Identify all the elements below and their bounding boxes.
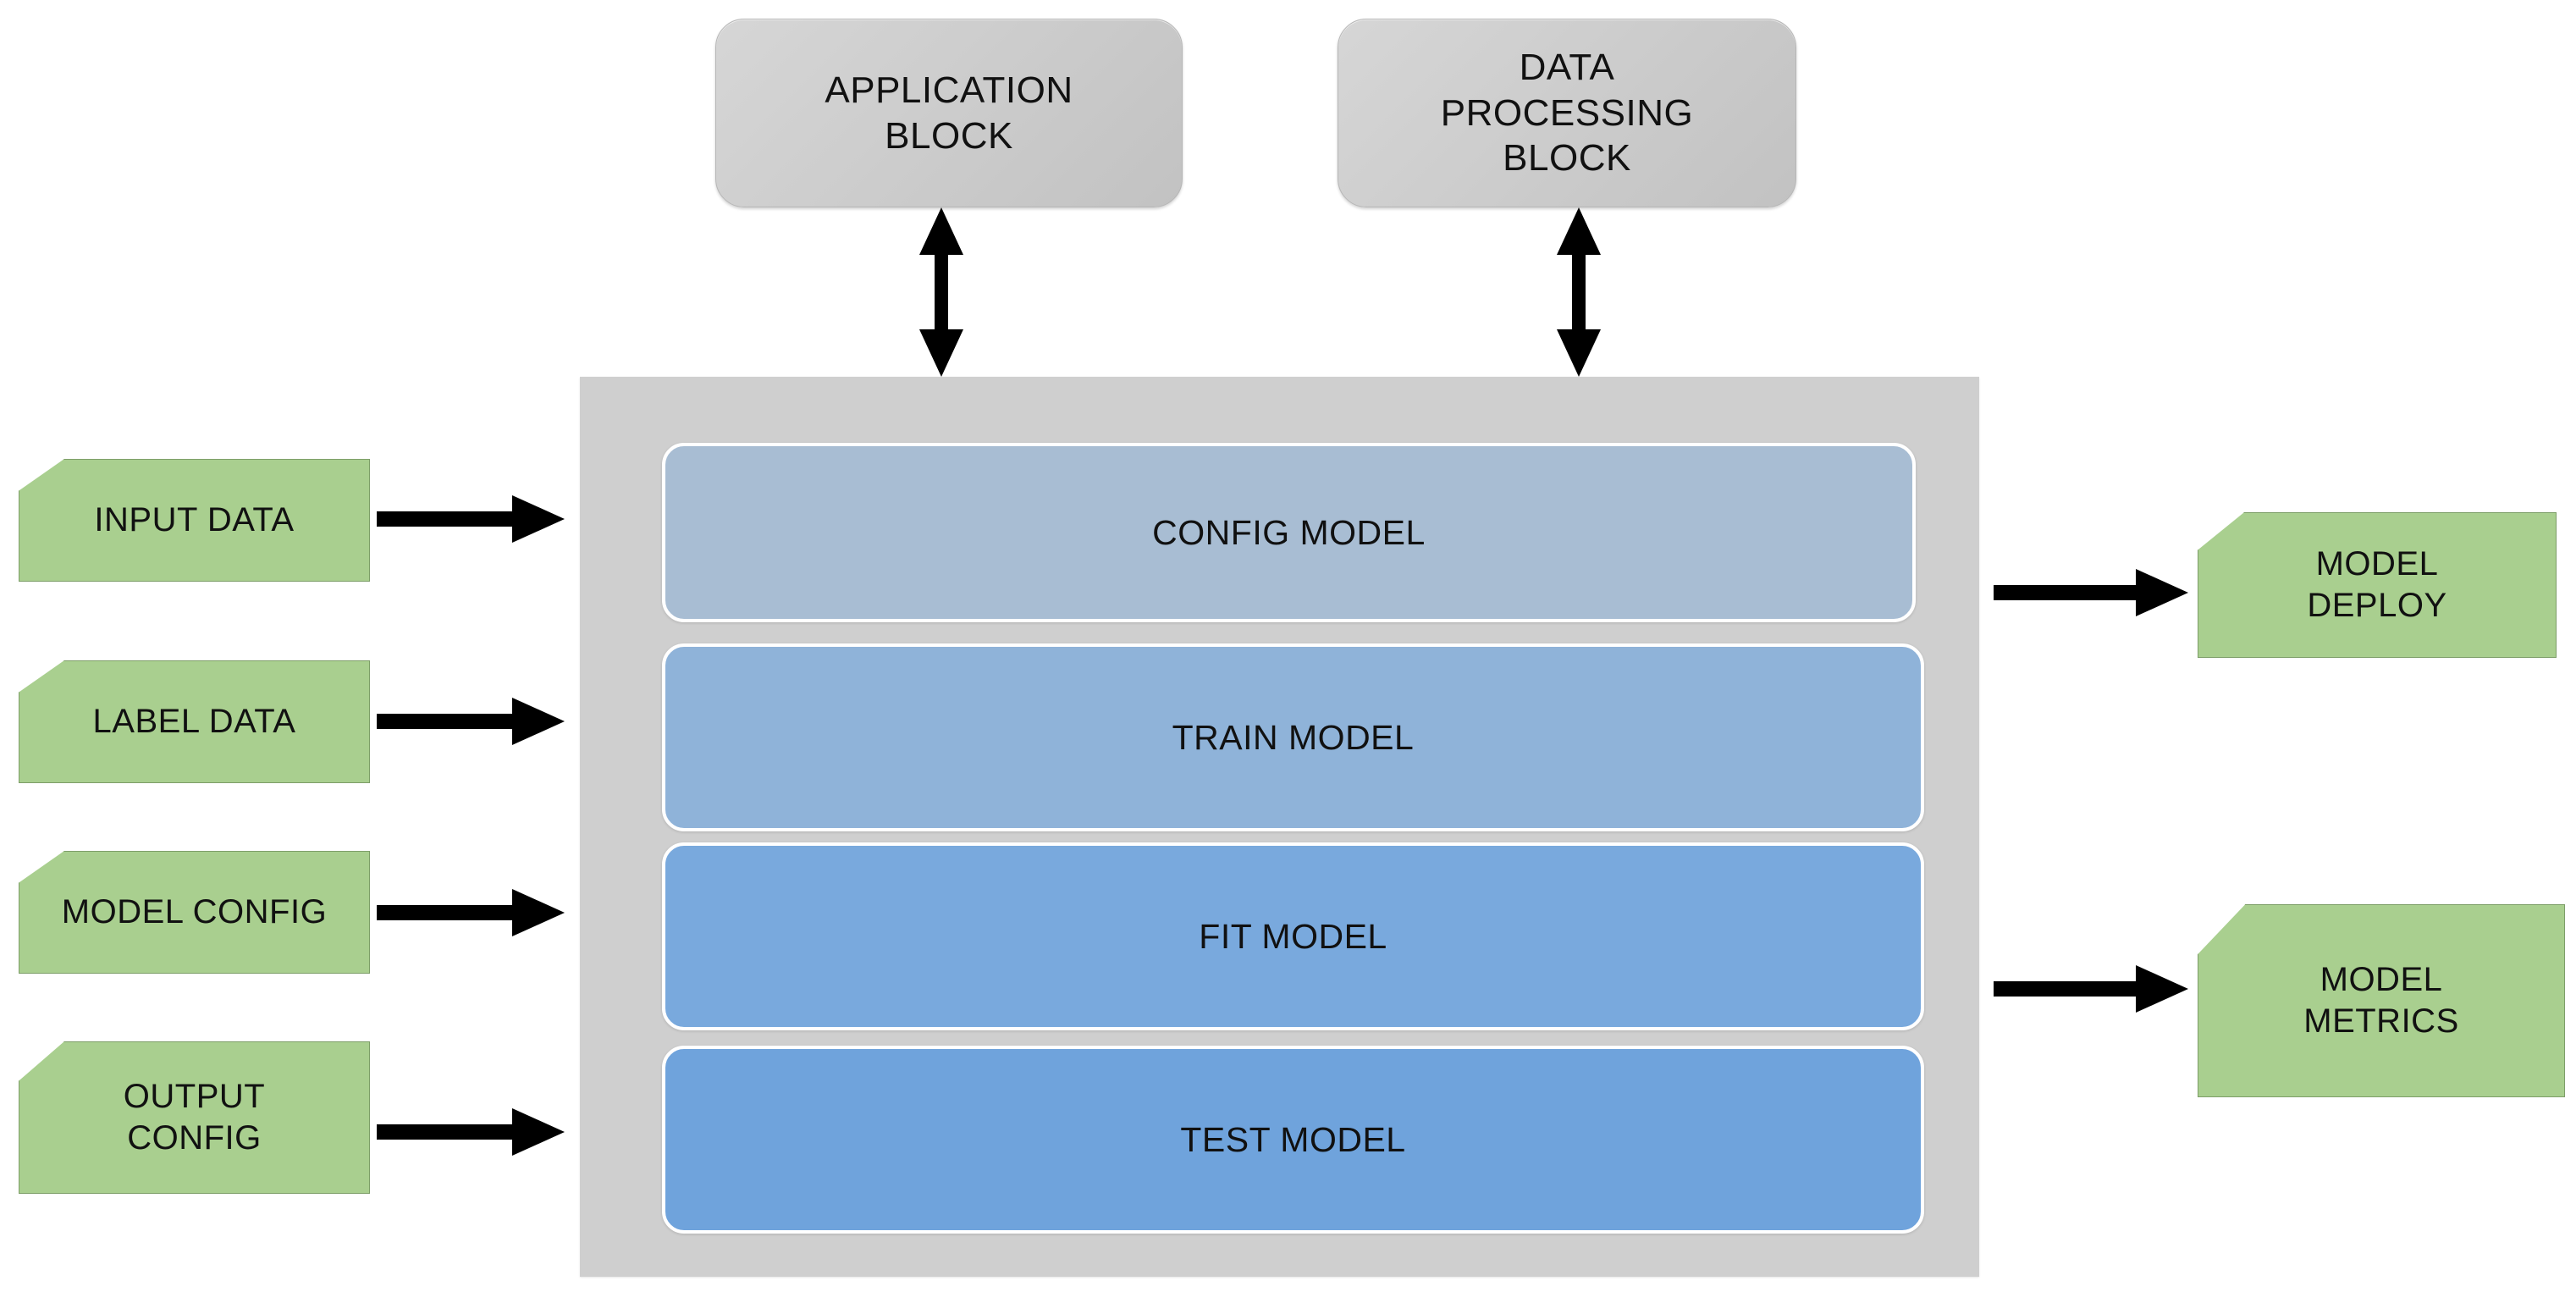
data-processing-block-label: DATA PROCESSING BLOCK <box>1440 46 1694 179</box>
data-processing-block[interactable]: DATA PROCESSING BLOCK <box>1338 19 1796 207</box>
arrow-model-metrics-icon <box>1994 957 2188 1021</box>
document-shape-icon <box>2198 512 2557 658</box>
arrow-input-data-icon <box>377 487 565 551</box>
stage-train-model-label: TRAIN MODEL <box>1172 717 1415 757</box>
input-node-label-data[interactable]: LABEL DATA <box>19 660 370 783</box>
arrow-data-processing-block-icon <box>1548 207 1609 377</box>
stage-test-model-label: TEST MODEL <box>1180 1119 1406 1159</box>
stage-train-model[interactable]: TRAIN MODEL <box>662 643 1924 831</box>
input-node-output-config[interactable]: OUTPUT CONFIG <box>19 1041 370 1194</box>
application-block-label: APPLICATION BLOCK <box>825 69 1073 157</box>
application-block[interactable]: APPLICATION BLOCK <box>715 19 1183 207</box>
document-shape-icon <box>19 660 370 783</box>
input-node-model-config[interactable]: MODEL CONFIG <box>19 851 370 974</box>
input-node-input-data[interactable]: INPUT DATA <box>19 459 370 582</box>
stage-test-model[interactable]: TEST MODEL <box>662 1046 1924 1234</box>
output-node-model-deploy[interactable]: MODEL DEPLOY <box>2198 512 2557 658</box>
stage-fit-model-label: FIT MODEL <box>1199 916 1387 956</box>
document-shape-icon <box>19 851 370 974</box>
arrow-model-deploy-icon <box>1994 560 2188 625</box>
stage-fit-model[interactable]: FIT MODEL <box>662 842 1924 1030</box>
arrow-application-block-icon <box>911 207 972 377</box>
arrow-output-config-icon <box>377 1100 565 1164</box>
document-shape-icon <box>19 459 370 582</box>
arrow-model-config-icon <box>377 881 565 945</box>
document-shape-icon <box>2198 904 2565 1097</box>
arrow-label-data-icon <box>377 689 565 754</box>
stage-config-model[interactable]: CONFIG MODEL <box>662 443 1916 622</box>
output-node-model-metrics[interactable]: MODEL METRICS <box>2198 904 2565 1097</box>
stage-config-model-label: CONFIG MODEL <box>1152 512 1426 552</box>
document-shape-icon <box>19 1041 370 1194</box>
